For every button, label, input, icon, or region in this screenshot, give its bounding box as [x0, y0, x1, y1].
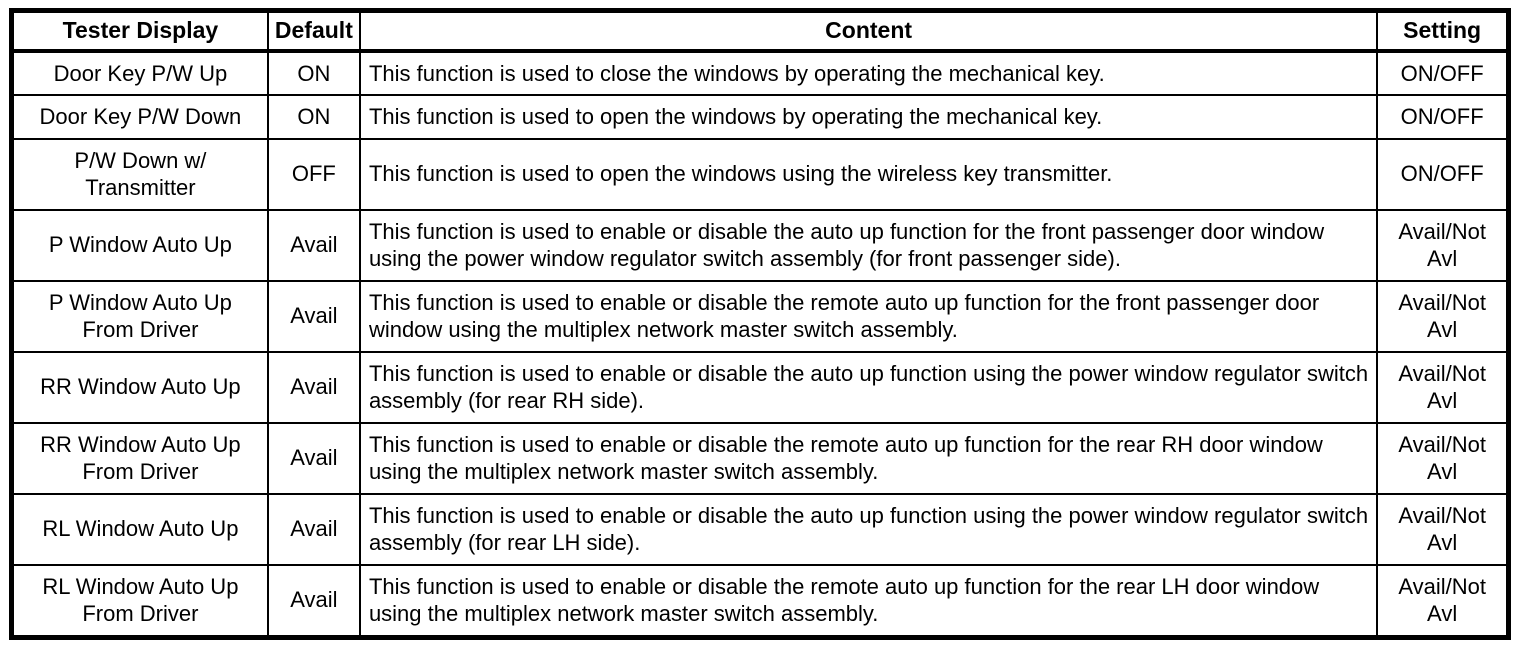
tester-display-cell: P Window Auto Up From Driver [10, 279, 269, 353]
default-value-cell: Avail [266, 350, 361, 424]
setting-cell: Avail/Not Avl [1376, 421, 1510, 495]
default-value-cell: Avail [266, 492, 361, 566]
setting-cell: Avail/Not Avl [1376, 350, 1510, 424]
setting-cell: Avail/Not Avl [1376, 208, 1510, 282]
content-cell: This function is used to enable or disab… [358, 350, 1379, 424]
customization-table: Tester Display Default Content Setting D… [9, 8, 1511, 640]
table-row: P/W Down w/ Transmitter OFF This functio… [10, 137, 1510, 211]
setting-cell: ON/OFF [1376, 94, 1510, 140]
tester-display-cell: Door Key P/W Up [10, 49, 269, 97]
content-cell: This function is used to open the window… [358, 137, 1379, 211]
setting-cell: ON/OFF [1376, 137, 1510, 211]
default-value-cell: OFF [266, 137, 361, 211]
content-cell: This function is used to enable or disab… [358, 421, 1379, 495]
tester-display-cell: Door Key P/W Down [10, 94, 269, 140]
column-header-tester-display: Tester Display [10, 9, 269, 53]
default-value-cell: Avail [266, 279, 361, 353]
setting-cell: Avail/Not Avl [1376, 492, 1510, 566]
default-value-cell: ON [266, 94, 361, 140]
content-cell: This function is used to open the window… [358, 94, 1379, 140]
tester-display-cell: P/W Down w/ Transmitter [10, 137, 269, 211]
content-cell: This function is used to enable or disab… [358, 563, 1379, 639]
content-cell: This function is used to enable or disab… [358, 492, 1379, 566]
tester-display-cell: RR Window Auto Up From Driver [10, 421, 269, 495]
tester-display-cell: RL Window Auto Up [10, 492, 269, 566]
tester-display-cell: RR Window Auto Up [10, 350, 269, 424]
content-cell: This function is used to enable or disab… [358, 279, 1379, 353]
default-value-cell: Avail [266, 563, 361, 639]
default-value-cell: ON [266, 49, 361, 97]
content-cell: This function is used to enable or disab… [358, 208, 1379, 282]
table-body: Door Key P/W Up ON This function is used… [10, 49, 1510, 639]
column-header-setting: Setting [1376, 9, 1510, 53]
table-row: RR Window Auto Up From Driver Avail This… [10, 421, 1510, 495]
table-row: P Window Auto Up From Driver Avail This … [10, 279, 1510, 353]
table-row: RL Window Auto Up From Driver Avail This… [10, 563, 1510, 639]
table-row: RR Window Auto Up Avail This function is… [10, 350, 1510, 424]
table-header-row: Tester Display Default Content Setting [10, 9, 1510, 53]
setting-cell: Avail/Not Avl [1376, 563, 1510, 639]
column-header-content: Content [358, 9, 1379, 53]
content-cell: This function is used to close the windo… [358, 49, 1379, 97]
column-header-default: Default [266, 9, 361, 53]
table-row: RL Window Auto Up Avail This function is… [10, 492, 1510, 566]
table-row: P Window Auto Up Avail This function is … [10, 208, 1510, 282]
table-row: Door Key P/W Down ON This function is us… [10, 94, 1510, 140]
setting-cell: Avail/Not Avl [1376, 279, 1510, 353]
default-value-cell: Avail [266, 208, 361, 282]
tester-display-cell: RL Window Auto Up From Driver [10, 563, 269, 639]
setting-cell: ON/OFF [1376, 49, 1510, 97]
default-value-cell: Avail [266, 421, 361, 495]
tester-display-cell: P Window Auto Up [10, 208, 269, 282]
table-row: Door Key P/W Up ON This function is used… [10, 49, 1510, 97]
